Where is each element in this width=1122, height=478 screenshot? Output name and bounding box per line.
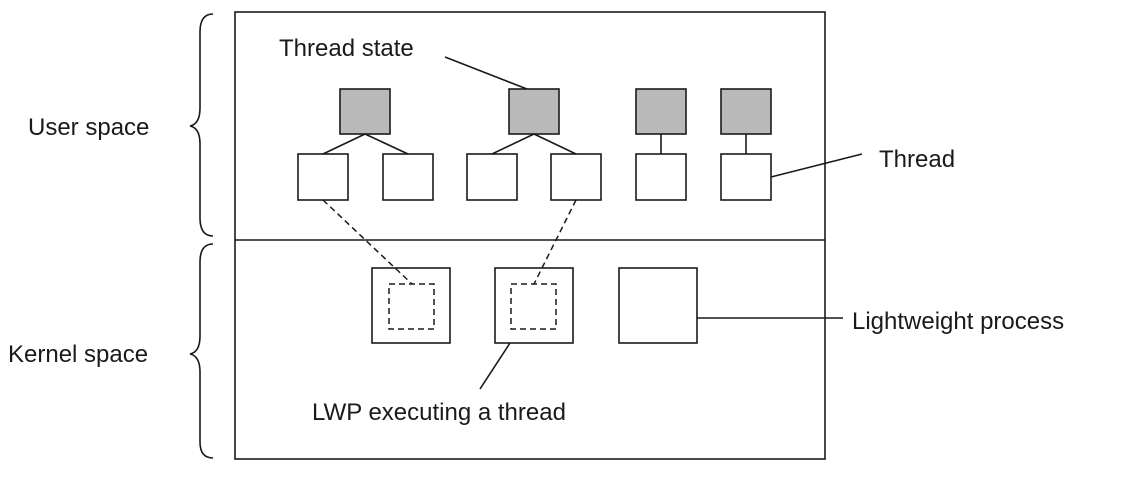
state-thread-connector: [322, 133, 366, 155]
thread-box: [466, 153, 518, 201]
thread-callout: [770, 153, 863, 178]
state-thread-connector: [491, 133, 535, 155]
state-thread-connector: [533, 133, 577, 155]
thread-state-label: Thread state: [279, 35, 414, 62]
lwp-box: [494, 267, 574, 344]
thread-state-callout: [444, 56, 528, 90]
thread-box: [550, 153, 602, 201]
lwp-box: [371, 267, 451, 344]
kernel-space-brace: [189, 243, 214, 459]
thread-state-box: [635, 88, 687, 135]
thread-box: [297, 153, 349, 201]
thread-state-box: [339, 88, 391, 135]
thread-label: Thread: [879, 146, 955, 173]
thread-lwp-link: [322, 199, 413, 285]
outer-frame: [234, 11, 826, 460]
state-thread-connector: [364, 133, 409, 155]
lwp-executing-label: LWP executing a thread: [312, 399, 566, 426]
thread-state-box: [720, 88, 772, 135]
thread-box: [382, 153, 434, 201]
lwp-box: [618, 267, 698, 344]
lwp-executing-callout: [479, 342, 511, 390]
user-space-label: User space: [28, 114, 149, 141]
thread-box: [720, 153, 772, 201]
thread-box: [635, 153, 687, 201]
lightweight-process-label: Lightweight process: [852, 308, 1064, 335]
thread-state-box: [508, 88, 560, 135]
user-space-brace: [189, 13, 214, 237]
thread-lwp-link: [533, 199, 577, 285]
kernel-space-label: Kernel space: [8, 341, 148, 368]
lwp-running-thread: [510, 283, 557, 330]
